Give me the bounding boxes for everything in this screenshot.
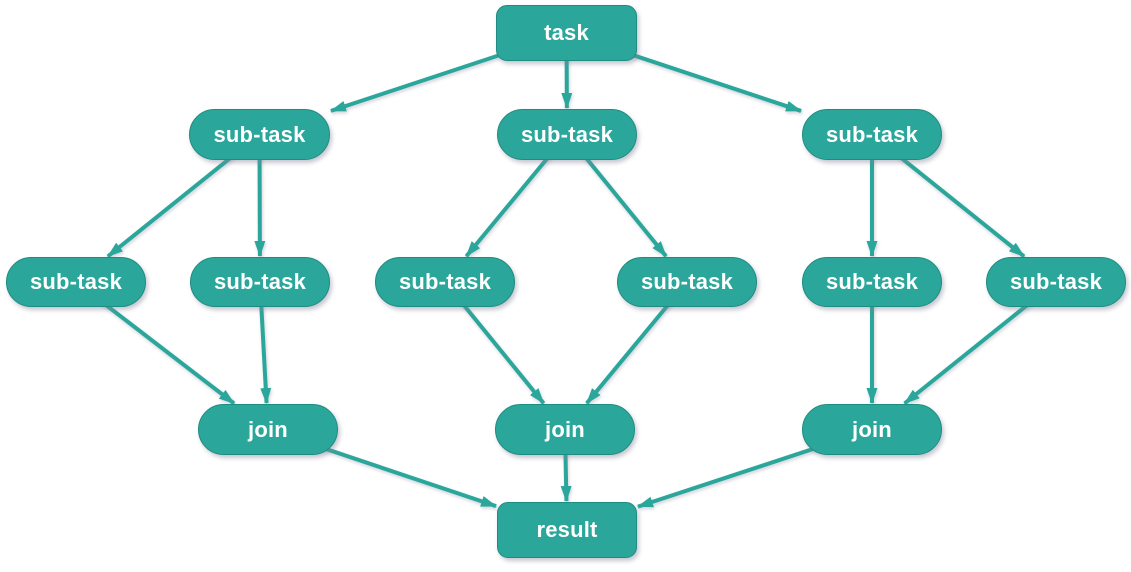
node-st-b2: sub-task [617, 257, 757, 307]
node-label: sub-task [213, 269, 307, 294]
node-label: result [536, 517, 598, 542]
node-label: sub-task [825, 121, 919, 147]
node-join-c: join [802, 404, 942, 455]
node-st-c1: sub-task [802, 257, 942, 307]
node-st-a2: sub-task [190, 257, 330, 307]
node-st-a1: sub-task [6, 257, 146, 307]
node-task: task [496, 5, 637, 61]
node-label: task [544, 20, 589, 45]
node-label: sub-task [29, 269, 123, 294]
node-join-b: join [495, 404, 635, 455]
node-label: sub-task [640, 269, 734, 294]
node-st-c2: sub-task [986, 257, 1126, 307]
node-join-a: join [198, 404, 338, 455]
node-label: join [545, 416, 585, 442]
node-label: join [248, 416, 288, 442]
node-st-b1: sub-task [375, 257, 515, 307]
node-label: sub-task [825, 269, 919, 294]
node-label: sub-task [398, 269, 492, 294]
node-label: sub-task [1009, 269, 1103, 294]
node-st-a: sub-task [189, 109, 330, 160]
node-result: result [497, 502, 637, 558]
node-st-c: sub-task [802, 109, 942, 160]
node-label: sub-task [213, 121, 306, 147]
node-label: sub-task [520, 121, 614, 147]
node-label: join [852, 416, 892, 442]
node-st-b: sub-task [497, 109, 637, 160]
